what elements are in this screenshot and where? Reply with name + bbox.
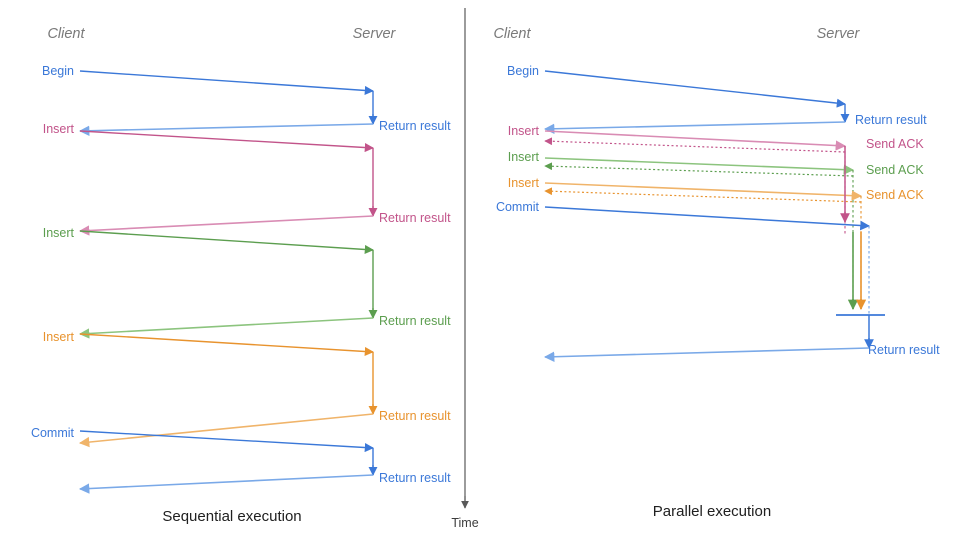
request-arrow-commit: [544, 206, 870, 231]
client-message-label-0: Begin: [42, 64, 74, 78]
panel-sequential: [78, 70, 378, 494]
lane-header-server: Server: [817, 26, 861, 42]
client-message-label-1: Insert: [508, 124, 540, 138]
request-arrow-insert-1: [544, 130, 847, 151]
request-arrow-insert-2: [79, 230, 374, 255]
lane-header-client: Client: [47, 26, 85, 42]
lane-header-client: Client: [493, 26, 531, 42]
request-arrow-begin: [79, 70, 374, 95]
response-arrow-commit: [543, 347, 870, 362]
server-message-label-1: Send ACK: [866, 137, 924, 151]
ack-arrow-insert-1: [544, 137, 846, 153]
server-message-label-1: Return result: [379, 211, 451, 225]
server-message-label-3: Send ACK: [866, 188, 924, 202]
time-axis-label: Time: [451, 516, 478, 530]
client-message-label-3: Insert: [508, 176, 540, 190]
lane-header-server: Server: [353, 26, 397, 42]
ack-arrow-insert-2: [544, 162, 854, 177]
client-message-label-0: Begin: [507, 64, 539, 78]
response-arrow-insert-1: [78, 215, 374, 236]
response-arrow-begin: [543, 121, 846, 134]
server-message-label-4: Return result: [868, 343, 940, 357]
request-arrow-insert-3: [79, 333, 374, 357]
ack-arrow-insert-3: [544, 187, 862, 203]
request-arrow-insert-1: [79, 130, 374, 153]
server-message-label-0: Return result: [855, 113, 927, 127]
client-message-label-4: Commit: [31, 426, 75, 440]
server-message-label-4: Return result: [379, 471, 451, 485]
response-arrow-begin: [78, 123, 374, 136]
response-arrow-insert-3: [78, 413, 374, 448]
client-message-label-4: Commit: [496, 200, 540, 214]
panel-caption-sequential: Sequential execution: [162, 508, 301, 525]
server-message-label-2: Return result: [379, 314, 451, 328]
server-message-label-3: Return result: [379, 409, 451, 423]
server-message-label-2: Send ACK: [866, 163, 924, 177]
client-message-label-2: Insert: [508, 150, 540, 164]
response-arrow-insert-2: [78, 317, 374, 339]
panel-parallel: [543, 70, 885, 362]
request-arrow-begin: [544, 70, 846, 108]
response-arrow-commit: [78, 474, 374, 494]
panel-caption-parallel: Parallel execution: [653, 503, 771, 520]
client-message-label-2: Insert: [43, 226, 75, 240]
client-message-label-1: Insert: [43, 122, 75, 136]
request-arrow-insert-3: [544, 182, 863, 201]
client-message-label-3: Insert: [43, 330, 75, 344]
request-arrow-insert-2: [544, 157, 855, 175]
server-message-label-0: Return result: [379, 119, 451, 133]
request-arrow-commit: [79, 430, 374, 453]
